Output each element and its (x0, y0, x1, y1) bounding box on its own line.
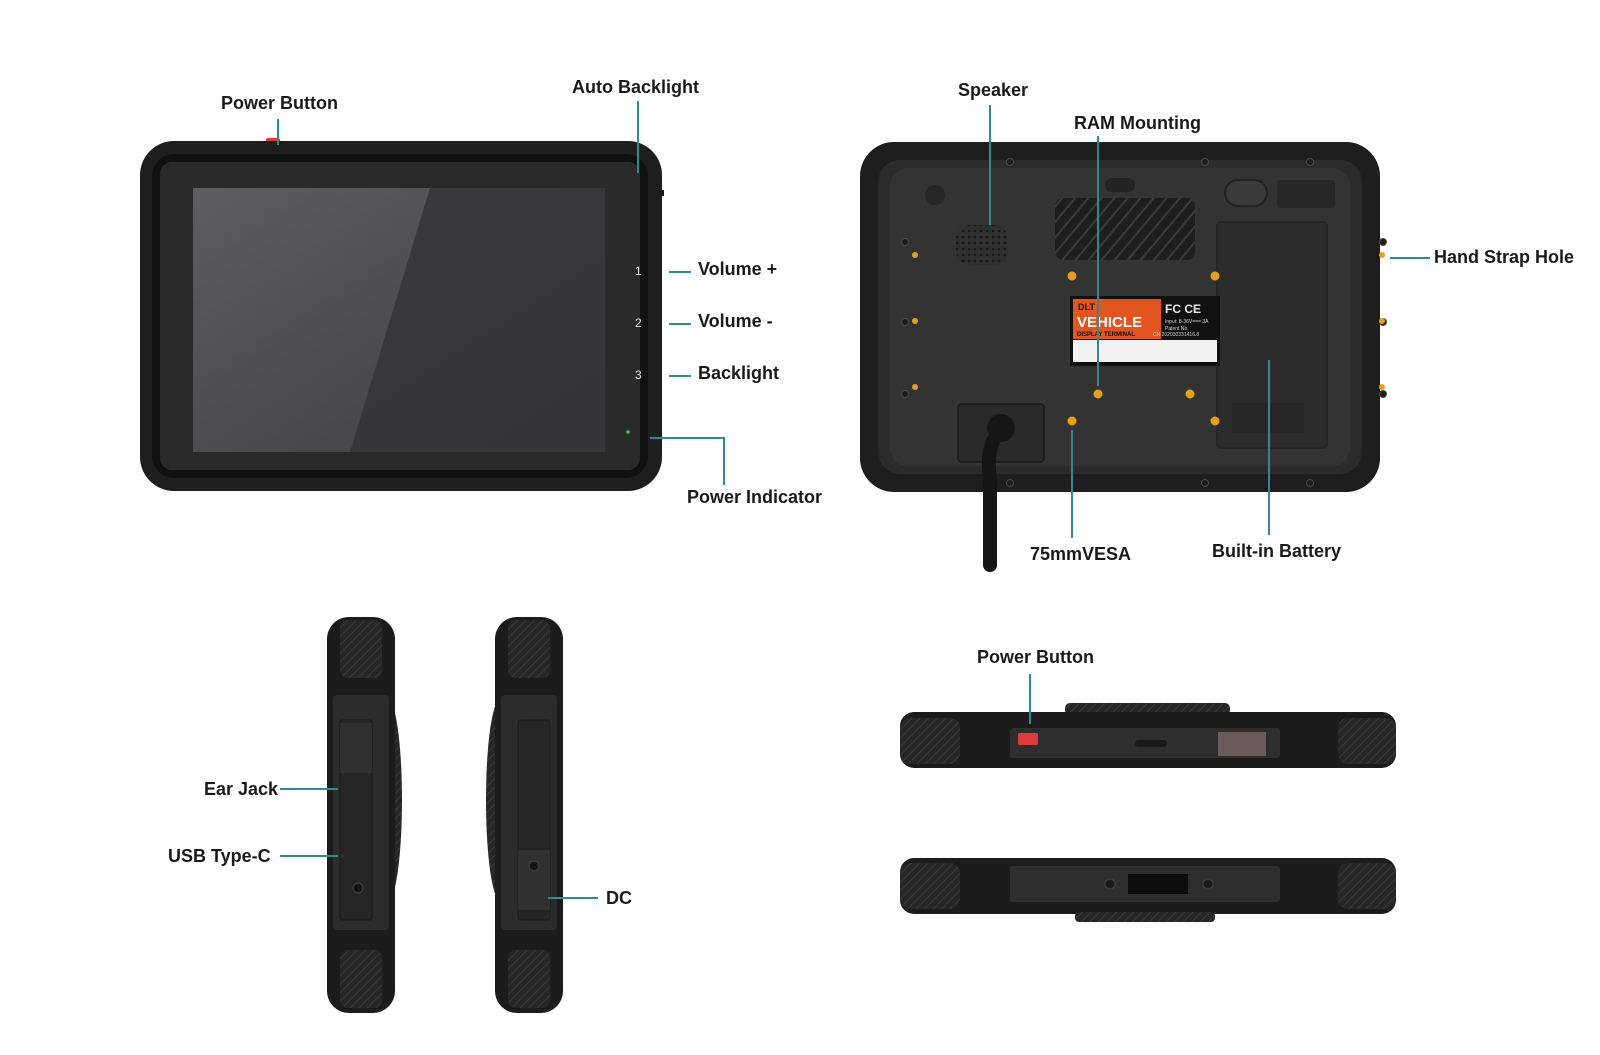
label-backlight: Backlight (698, 363, 780, 383)
label-volume-down: Volume - (698, 311, 773, 331)
top-edge-view (900, 703, 1396, 768)
label-speaker: Speaker (958, 80, 1029, 100)
screen-button-number-2: 2 (635, 316, 642, 330)
right-side-view (486, 617, 563, 1013)
leader-power-indicator-v (723, 437, 725, 485)
rear-label-patent: Patent No. (1165, 326, 1189, 332)
rear-label-marks: FC CE (1165, 302, 1201, 316)
label-vesa: 75mmVESA (1030, 544, 1132, 564)
speaker-grille (956, 225, 1008, 265)
leader-volume-down (669, 323, 691, 325)
leader-ear-jack (280, 788, 338, 790)
label-top-power-button: Power Button (977, 647, 1094, 667)
leader-front-power (277, 119, 279, 145)
left-side-view (327, 617, 402, 1013)
leader-power-indicator-h (650, 437, 725, 439)
leader-speaker (989, 105, 991, 225)
leader-usb-type-c (280, 855, 338, 857)
rear-label-line2: DISPLAY TERMINAL (1077, 332, 1135, 338)
rear-label-line1: VEHICLE (1077, 314, 1142, 331)
rear-label-cn: CN 202030331416.8 (1153, 332, 1199, 338)
front-view (140, 138, 664, 491)
leader-volume-up (669, 271, 691, 273)
rear-view: DLT VEHICLE DISPLAY TERMINAL FC CE Input… (860, 142, 1387, 572)
screen-button-number-1: 1 (635, 264, 642, 278)
label-hand-strap-hole: Hand Strap Hole (1434, 247, 1575, 267)
leader-auto-backlight (637, 101, 639, 173)
label-usb-type-c: USB Type-C (168, 846, 271, 866)
label-ram-mounting: RAM Mounting (1074, 113, 1201, 133)
label-built-in-battery: Built-in Battery (1212, 541, 1342, 561)
label-auto-backlight: Auto Backlight (572, 77, 700, 97)
rear-label-input: Input: 8-36V=== 3A (1165, 319, 1209, 325)
leader-backlight (669, 375, 691, 377)
leader-hand-strap (1390, 257, 1430, 259)
leader-vesa (1071, 430, 1073, 538)
top-power-key (1018, 733, 1038, 745)
leader-battery (1268, 360, 1270, 535)
label-volume-up: Volume + (698, 259, 778, 279)
bottom-edge-view (900, 858, 1396, 922)
leader-ram-mounting (1097, 136, 1099, 386)
label-front-power-button: Power Button (221, 93, 338, 113)
label-dc: DC (606, 888, 632, 908)
usb-port (352, 882, 364, 894)
rear-label-brand: DLT (1078, 302, 1095, 312)
screen-button-number-3: 3 (635, 368, 642, 382)
leader-top-power (1029, 674, 1031, 724)
label-ear-jack: Ear Jack (204, 779, 279, 799)
leader-dc (548, 897, 598, 899)
vent-grille (1055, 198, 1195, 260)
label-power-indicator: Power Indicator (687, 487, 823, 507)
power-indicator-led (626, 430, 630, 434)
dc-port (528, 860, 540, 872)
